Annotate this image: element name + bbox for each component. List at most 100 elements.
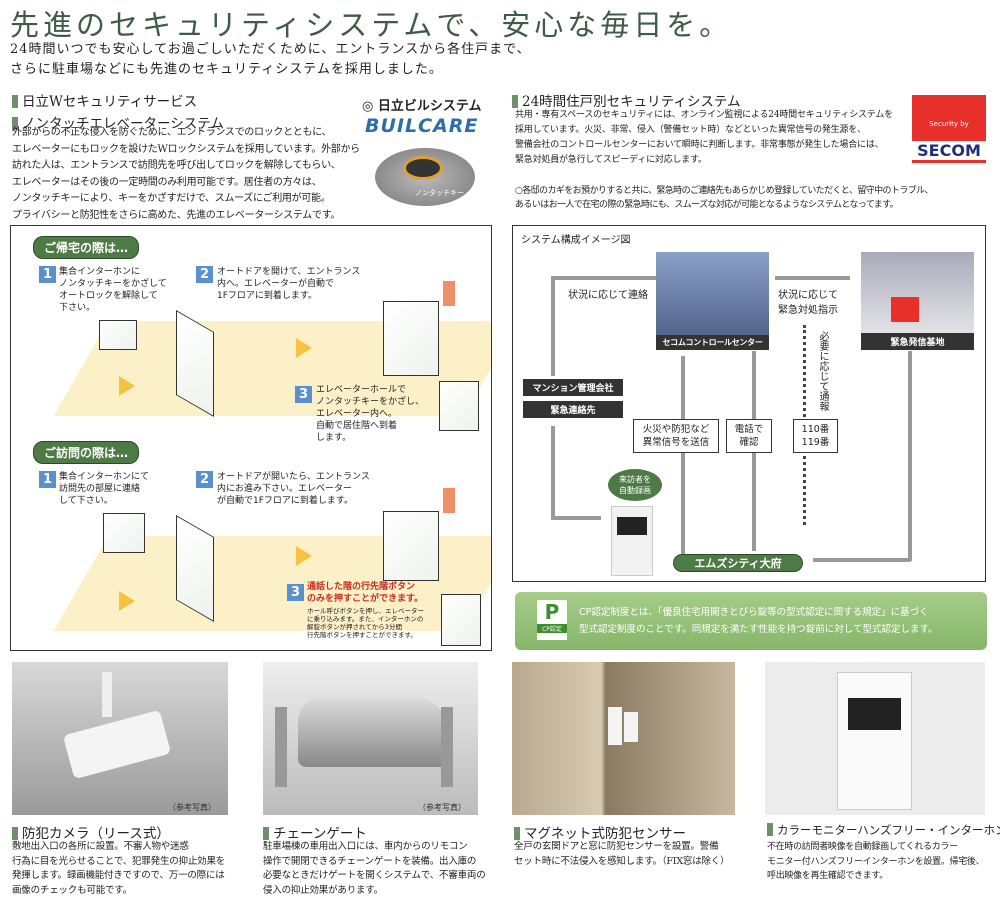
connector-line bbox=[681, 356, 685, 556]
arrow-icon bbox=[119, 591, 135, 611]
return-label: ご帰宅の際は… bbox=[33, 236, 140, 259]
visit-step-1: 集合インターホンにて 訪問先の部屋に連絡 して下さい。 bbox=[59, 472, 150, 506]
camera-icon bbox=[62, 709, 172, 780]
visit-step-3: 通話した階の行先階ボタン のみを押すことができます。 bbox=[307, 582, 424, 604]
secom-logo-name: SECOM bbox=[917, 141, 981, 160]
secom-logo: Security by SECOM bbox=[912, 95, 986, 165]
intercom-key-illustration bbox=[99, 320, 137, 350]
intercom-screen bbox=[848, 698, 901, 730]
up-arrow-icon bbox=[443, 281, 455, 306]
intercom-call-illustration bbox=[103, 513, 145, 553]
feature-title-sensor: マグネット式防犯センサー bbox=[514, 822, 686, 842]
control-center-label: セコムコントロールセンター bbox=[656, 335, 769, 350]
elevator-illustration bbox=[383, 511, 439, 581]
feature-title-camera: 防犯カメラ（リース式） bbox=[12, 822, 170, 842]
auto-record-badge: 来訪者を 自動録画 bbox=[608, 469, 662, 501]
elevator-body: 外部からの不正な侵入を防ぐために、エントランスでのロックとともに、 エレベーター… bbox=[12, 127, 360, 221]
gate-post bbox=[441, 707, 453, 787]
up-arrow-icon bbox=[443, 488, 455, 513]
arrow-icon bbox=[296, 546, 312, 566]
elevator-heading-line-1: 日立Wセキュリティサービス bbox=[12, 90, 224, 110]
intercom-unit-image bbox=[611, 506, 653, 576]
elevator-heading-line-2: ノンタッチエレベーターシステム bbox=[12, 112, 224, 132]
elevator-flow-diagram: ご帰宅の際は… 1 集合インターホンに ノンタッチキーをかざして オートロックを… bbox=[10, 225, 492, 651]
secom-note: ○各邸のカギをお預かりすると共に、緊急時のご連絡先もあらかじめ登録していただくと… bbox=[515, 186, 934, 210]
feature-body-sensor: 全戸の玄関ドアと窓に防犯センサーを設置。警備 セット時に不法侵入を感知します。（… bbox=[514, 841, 730, 867]
management-company: マンション管理会社 bbox=[523, 379, 623, 396]
elevator-heading: 日立Wセキュリティサービス ノンタッチエレベーターシステム bbox=[12, 90, 224, 132]
contact-label: 状況に応じて連絡 bbox=[568, 290, 648, 301]
chain-gate-photo: （参考写真） bbox=[263, 662, 478, 815]
secom-logo-tagline: Security by bbox=[912, 95, 986, 141]
lead-line-2: さらに駐車場などにも先進のセキュリティシステムを採用しました。 bbox=[10, 62, 443, 77]
hitachi-logo-text: 日立ビルシステム bbox=[377, 99, 482, 114]
camera-mount bbox=[102, 672, 112, 717]
cp-certification-box: P CP認定 CP認定制度とは、「優良住宅用開きとびら錠等の型式認定に関する規定… bbox=[515, 592, 987, 650]
step-3-badge: 3 bbox=[287, 584, 304, 601]
secom-body: 共用・専有スペースのセキュリティには、オンライン監視による24時間セキュリティシ… bbox=[515, 110, 893, 165]
building-node: エムズシティ大府 bbox=[673, 554, 803, 572]
intercom-unit bbox=[837, 672, 912, 810]
secom-car-mark bbox=[891, 297, 919, 322]
control-center-photo: セコムコントロールセンター bbox=[656, 252, 769, 350]
step-2-badge: 2 bbox=[196, 266, 213, 283]
visit-step-3-note: ホール呼びボタンを押し、エレベーター に乗り込みます。また、インターホンの 解錠… bbox=[307, 607, 424, 639]
cp-badge-label: CP認定 bbox=[537, 624, 567, 633]
step-3-badge: 3 bbox=[295, 386, 312, 403]
reference-photo-caption: （参考写真） bbox=[418, 803, 466, 812]
key-caption: ノンタッチキー bbox=[415, 189, 464, 197]
gate-post bbox=[275, 707, 287, 787]
lead-line-1: 24時間いつでも安心してお過ごしいただくために、エントランスから各住戸まで、 bbox=[10, 42, 531, 57]
non-touch-key-image: ノンタッチキー bbox=[375, 148, 475, 206]
key-icon bbox=[403, 156, 443, 180]
dispatch-base-photo: 緊急発信基地 bbox=[861, 252, 974, 350]
return-step-1: 集合インターホンに ノンタッチキーをかざして オートロックを解除して 下さい。 bbox=[59, 267, 167, 313]
arrow-icon bbox=[296, 338, 312, 358]
feature-body-intercom: 不在時の訪問者映像を自動録画してくれるカラー モニター付ハンズフリーインターホン… bbox=[767, 842, 985, 881]
visit-label: ご訪問の際は… bbox=[33, 441, 140, 464]
magnet-sensor-photo bbox=[512, 662, 735, 815]
report-label: 必要に応じて通報 bbox=[817, 331, 828, 411]
return-step-3: エレベーターホールで ノンタッチキーをかざし、 エレベーター内へ。 自動で居住階… bbox=[316, 385, 425, 443]
return-step-2: オートドアを開けて、エントランス 内へ。エレベーターが自動で 1Fフロアに到着し… bbox=[217, 267, 361, 301]
dispatch-base-label: 緊急発信基地 bbox=[861, 333, 974, 350]
connector-line bbox=[551, 276, 555, 376]
page-title: 先進のセキュリティシステムで、安心な毎日を。 bbox=[10, 8, 733, 42]
connector-line bbox=[908, 351, 912, 561]
reference-photo-caption: （参考写真） bbox=[168, 803, 216, 812]
secom-logo-bar bbox=[912, 160, 986, 163]
feature-body-camera: 敷地出入口の各所に設置。不審人物や迷惑 行為に目を光らせることで、犯罪発生の抑止… bbox=[12, 841, 226, 896]
step-2-badge: 2 bbox=[196, 471, 213, 488]
diagram-title: システム構成イメージ図 bbox=[521, 235, 631, 246]
dispatch-instruction-label: 状況に応じて 緊急対処指示 bbox=[778, 290, 838, 316]
police-fire-box: 110番 119番 bbox=[793, 419, 838, 453]
cp-text: CP認定制度とは、「優良住宅用開きとびら錠等の型式認定に関する規定」に基づく 型… bbox=[579, 607, 938, 635]
connector-line bbox=[551, 426, 555, 518]
feature-body-chain-gate: 駐車場棟の車用出入口には、車内からのリモコン 操作で開閉できるチェーンゲートを装… bbox=[263, 841, 486, 896]
visit-step-2: オートドアが開いたら、エントランス 内にお進み下さい。エレベーター が自動で1F… bbox=[217, 472, 370, 506]
emergency-contact: 緊急連絡先 bbox=[523, 401, 623, 418]
sensor-icon bbox=[608, 707, 622, 745]
connector-line bbox=[813, 558, 911, 562]
arrow-icon bbox=[119, 376, 135, 396]
connector-line bbox=[551, 276, 661, 280]
step-1-badge: 1 bbox=[39, 266, 56, 283]
connector-line bbox=[775, 276, 850, 280]
sensor-icon bbox=[624, 712, 638, 742]
elevator-panel-illustration bbox=[439, 381, 479, 431]
elevator-panel-illustration bbox=[441, 594, 481, 646]
step-1-badge: 1 bbox=[39, 471, 56, 488]
intercom-photo bbox=[765, 662, 985, 815]
secom-heading: 24時間住戸別セキュリティシステム bbox=[512, 90, 740, 110]
builcare-logo: BUILCARE bbox=[365, 115, 479, 137]
signal-box: 火災や防犯など 異常信号を送信 bbox=[633, 419, 719, 453]
cp-logo: P CP認定 bbox=[537, 600, 567, 640]
feature-title-intercom: カラーモニターハンズフリー・インターホン bbox=[767, 822, 1000, 838]
elevator-illustration bbox=[383, 301, 439, 376]
feature-title-chain-gate: チェーンゲート bbox=[263, 822, 367, 842]
phone-box: 電話で 確認 bbox=[726, 419, 772, 453]
security-camera-photo: （参考写真） bbox=[12, 662, 228, 815]
connector-line bbox=[551, 516, 601, 520]
hitachi-logo: ◎ 日立ビルシステム bbox=[362, 99, 482, 114]
system-diagram: システム構成イメージ図 セコムコントロールセンター 緊急発信基地 状況に応じて連… bbox=[512, 225, 986, 582]
